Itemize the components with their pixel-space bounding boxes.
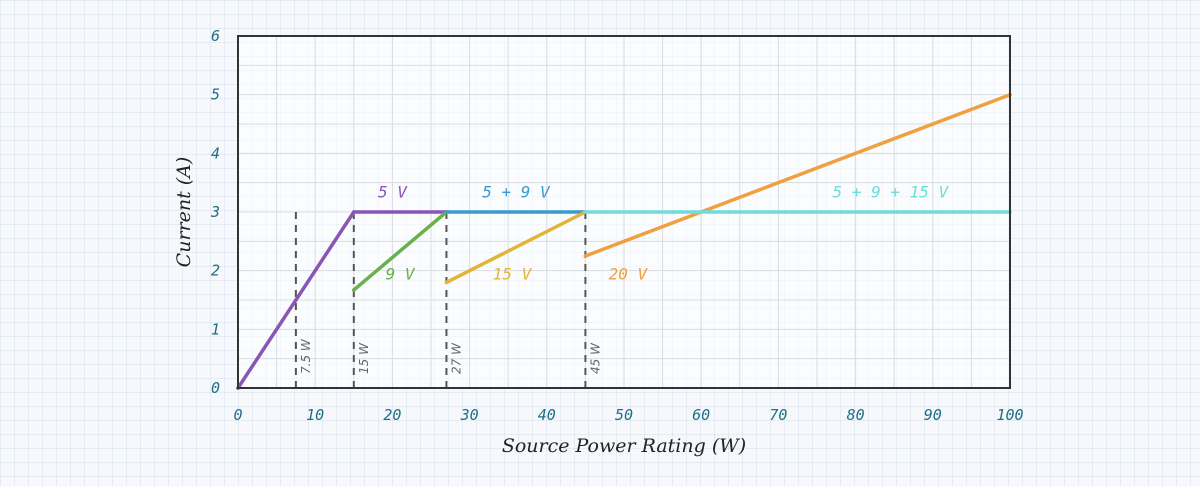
y-tick-label: 4 (211, 144, 220, 162)
series-line (352, 210, 449, 292)
series-label: 9 V (386, 264, 416, 283)
series-line (583, 92, 1012, 258)
x-tick-label: 90 (924, 406, 942, 424)
y-tick-label: 2 (211, 262, 220, 280)
series-point (583, 210, 588, 214)
x-tick-label: 100 (996, 406, 1023, 424)
x-tick-label: 40 (538, 406, 556, 424)
marker-layer: 7.5 W 15 W 27 W 45 W (294, 212, 602, 388)
power-marker-label: 7.5 W (299, 338, 313, 374)
x-tick-label: 70 (769, 406, 787, 424)
series-label: 15 V (493, 264, 533, 283)
power-marker-label: 27 W (449, 342, 463, 374)
y-tick-label: 5 (211, 86, 220, 104)
power-marker-label: 45 W (588, 342, 602, 374)
tick-layer: 0 10 20 30 40 50 60 70 80 90 100 0 1 2 3 4 5 6 (210, 27, 1024, 424)
y-tick-label: 1 (211, 320, 220, 338)
series-layer (236, 92, 1012, 390)
y-tick-label: 0 (211, 379, 220, 397)
series-line (444, 210, 588, 285)
series-label: 20 V (609, 264, 649, 283)
series-label: 5 + 9 V (482, 182, 551, 201)
label-layer: 5 V 9 V 5 + 9 V 15 V 20 V 5 + 9 + 15 V (378, 182, 950, 283)
series-point (444, 280, 449, 285)
x-tick-label: 80 (847, 406, 865, 424)
series-point (352, 288, 356, 292)
series-label: 5 + 9 + 15 V (833, 182, 950, 201)
x-tick-label: 0 (233, 406, 242, 424)
x-tick-label: 20 (383, 406, 401, 424)
x-tick-label: 50 (615, 406, 633, 424)
plot-frame (237, 35, 1011, 389)
x-tick-label: 60 (692, 406, 710, 424)
x-tick-label: 10 (306, 406, 324, 424)
series-point (444, 210, 449, 214)
x-tick-label: 30 (460, 406, 479, 424)
y-tick-label: 6 (211, 27, 220, 45)
series-label: 5 V (378, 182, 408, 201)
series-point (583, 254, 588, 258)
x-axis-title: Source Power Rating (W) (502, 435, 746, 457)
y-axis-title: Current (A) (173, 157, 195, 268)
series-point (352, 210, 356, 214)
power-marker-label: 15 W (357, 342, 371, 374)
y-tick-label: 3 (210, 203, 220, 221)
